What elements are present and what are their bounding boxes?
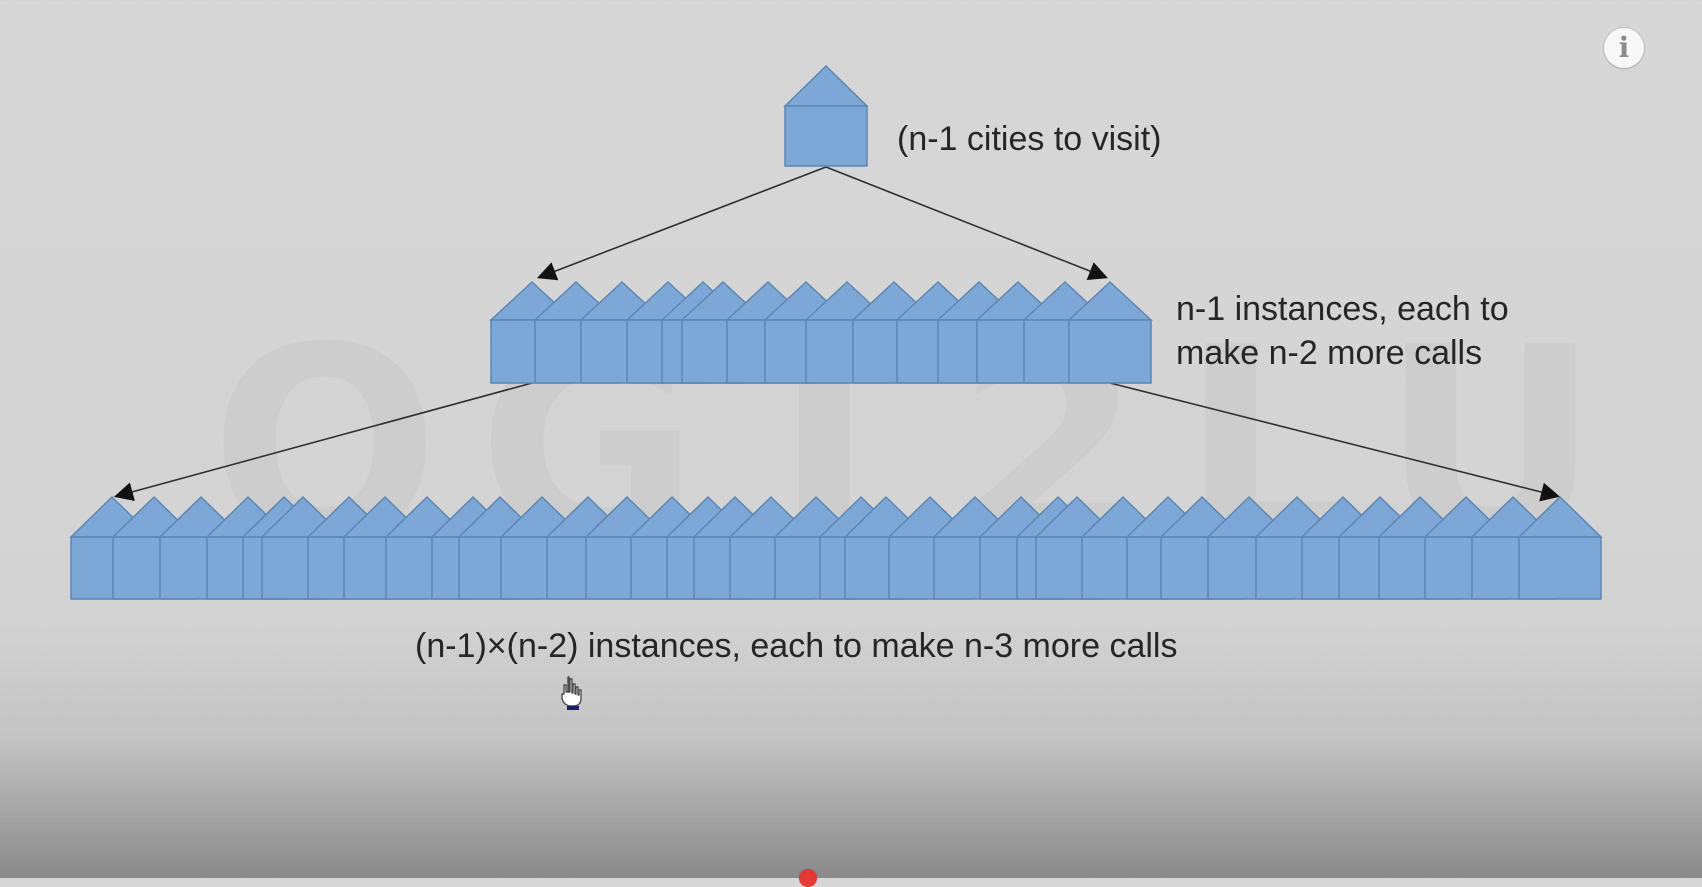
info-icon: i (1618, 30, 1630, 64)
level1-house-group (489, 280, 1153, 384)
root-caption: (n-1 cities to visit) (897, 120, 1162, 158)
level1-house-15 (1067, 280, 1153, 384)
level1-to-level2-right-arrow (1109, 382, 1561, 502)
root-house-1 (783, 64, 869, 167)
level2-house-group (69, 495, 1603, 600)
root-house-group (783, 64, 869, 167)
root-to-level1-left-arrow (537, 166, 827, 281)
level1-to-level2-left-arrow (113, 382, 533, 502)
level1-house-15-wall (1068, 319, 1152, 384)
root-to-level1-right-arrow (825, 166, 1108, 281)
level1-caption: n-1 instances, each to make n-2 more cal… (1176, 290, 1509, 372)
level2-house-37-wall (1518, 536, 1602, 600)
level2-house-37 (1517, 495, 1603, 600)
root-house-1-wall (784, 105, 868, 167)
level2-caption: (n-1)×(n-2) instances, each to make n-3 … (415, 627, 1178, 665)
root-house-1-roof (783, 64, 869, 107)
info-button[interactable]: i (1604, 28, 1644, 68)
arrow-group (113, 166, 1561, 502)
progress-dot-icon (799, 869, 817, 887)
